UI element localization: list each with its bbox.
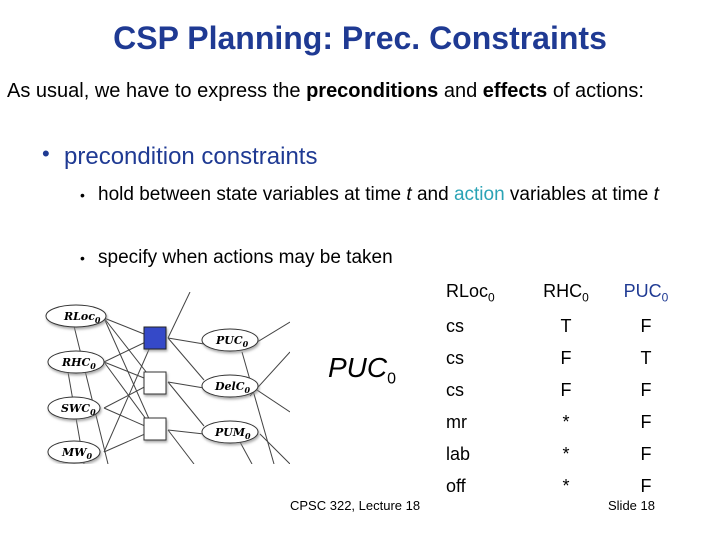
table-row: off*F xyxy=(446,475,652,496)
constraint-box xyxy=(143,417,167,441)
header-rhc: RHC0 xyxy=(543,281,589,305)
svg-text:PUM0: PUM0 xyxy=(214,426,251,441)
svg-text:MW0: MW0 xyxy=(61,446,93,461)
intro-bold-preconditions: preconditions xyxy=(306,80,439,102)
intro-part: As usual, we have to express the xyxy=(7,80,307,102)
state-node-swc: SWC0 xyxy=(47,396,101,420)
svg-text:RHC0: RHC0 xyxy=(61,356,96,371)
intro-part: of actions: xyxy=(547,80,644,102)
bullet-dot-icon: • xyxy=(80,187,85,203)
intro-bold-effects: effects xyxy=(482,80,548,102)
action-word: action xyxy=(453,184,505,205)
header-puc: PUC0 xyxy=(623,281,669,305)
bullet-dot-icon: • xyxy=(80,250,85,266)
action-node-delc: DelC0 xyxy=(201,374,259,398)
table-header-row: RLoc0 RHC0 PUC0 xyxy=(430,276,692,310)
intro-part: and xyxy=(438,80,483,102)
footer-course: CPSC 322, Lecture 18 xyxy=(290,498,421,513)
svg-text:DelC0: DelC0 xyxy=(214,380,250,395)
table-row: lab*F xyxy=(446,443,652,464)
constraint-box-highlighted xyxy=(143,326,167,350)
header-rloc: RLoc0 xyxy=(446,281,495,305)
constraint-label: PUC0 xyxy=(328,352,397,388)
constraint-box xyxy=(143,371,167,395)
footer-slide-number: Slide 18 xyxy=(608,498,655,513)
slide-title: CSP Planning: Prec. Constraints xyxy=(113,20,607,56)
csp-network-diagram: RLoc0 RHC0 SWC0 MW0 PUC0 DelC0 PUM0 xyxy=(45,292,290,464)
state-node-rloc: RLoc0 xyxy=(45,304,107,328)
svg-text:PUC0: PUC0 xyxy=(215,334,249,349)
bullet-text: precondition constraints xyxy=(64,143,318,170)
table-row: mr*F xyxy=(446,411,652,432)
state-node-rhc: RHC0 xyxy=(47,350,105,374)
svg-text:SWC0: SWC0 xyxy=(61,402,96,417)
svg-text:RLoc0: RLoc0 xyxy=(63,310,101,325)
action-node-puc: PUC0 xyxy=(201,328,259,352)
sub-bullet-1-text: hold between state variables at time t a… xyxy=(98,184,659,205)
intro-text: As usual, we have to express the precond… xyxy=(7,78,707,104)
bullet-dot-icon: • xyxy=(42,141,50,166)
sub-bullet-2-text: specify when actions may be taken xyxy=(98,247,393,268)
action-node-pum: PUM0 xyxy=(201,420,259,444)
state-node-mw: MW0 xyxy=(47,440,101,464)
